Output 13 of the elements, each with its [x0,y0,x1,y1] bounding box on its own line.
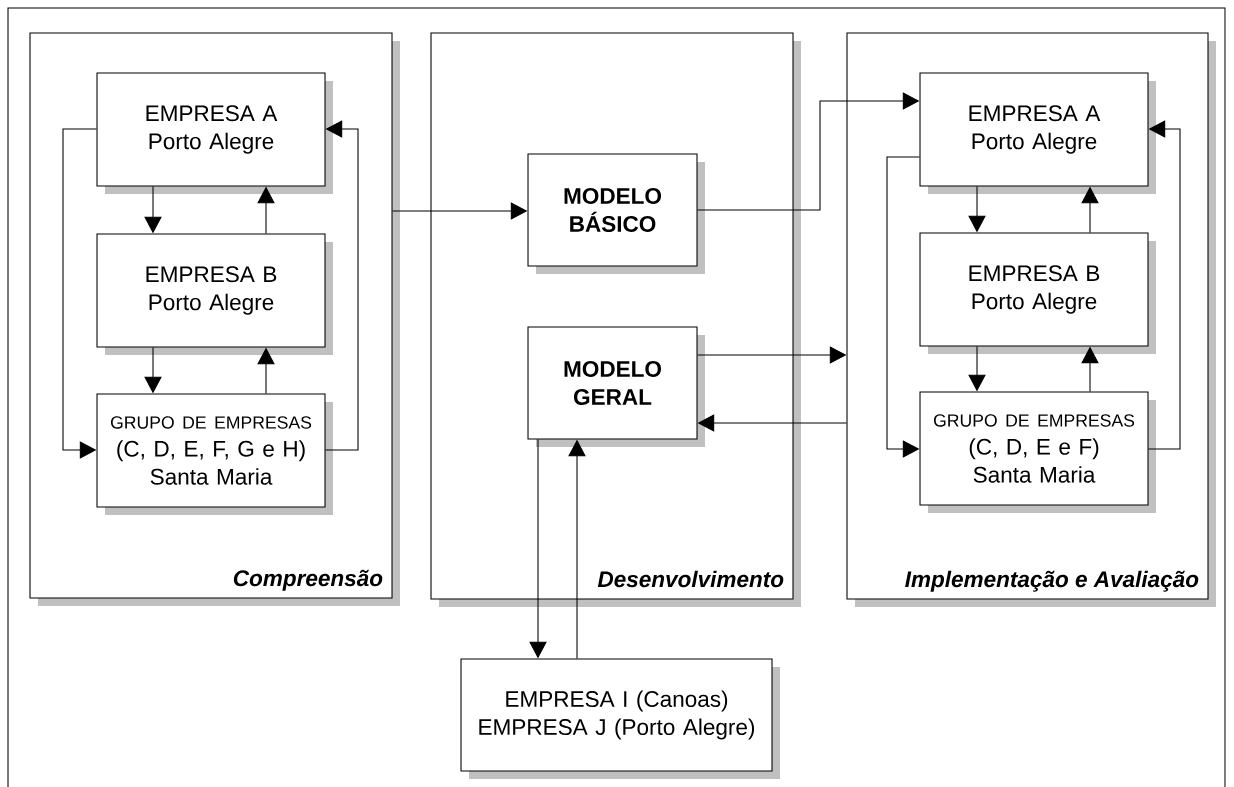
arrow [62,128,97,459]
company-box: EMPRESA B Porto Alegre [919,232,1156,354]
arrow [1148,120,1181,450]
model-box: MODELO BÁSICO [527,153,705,274]
arrow [886,156,920,458]
company-box: GRUPO DE EMPRESAS (C, D, E e F) Santa Maria [919,391,1156,513]
company-box: EMPRESA A Porto Alegre [96,72,333,194]
company-box: EMPRESA B Porto Alegre [96,233,333,355]
arrow [325,120,359,451]
company-box: EMPRESA I (Canoas) EMPRESA J (Porto Alegre) [460,658,780,779]
company-box: GRUPO DE EMPRESAS (C, D, E, F, G e H) Santa Maria [96,393,333,515]
model-box: MODELO GERAL [527,326,705,447]
company-box: EMPRESA A Porto Alegre [919,72,1156,194]
